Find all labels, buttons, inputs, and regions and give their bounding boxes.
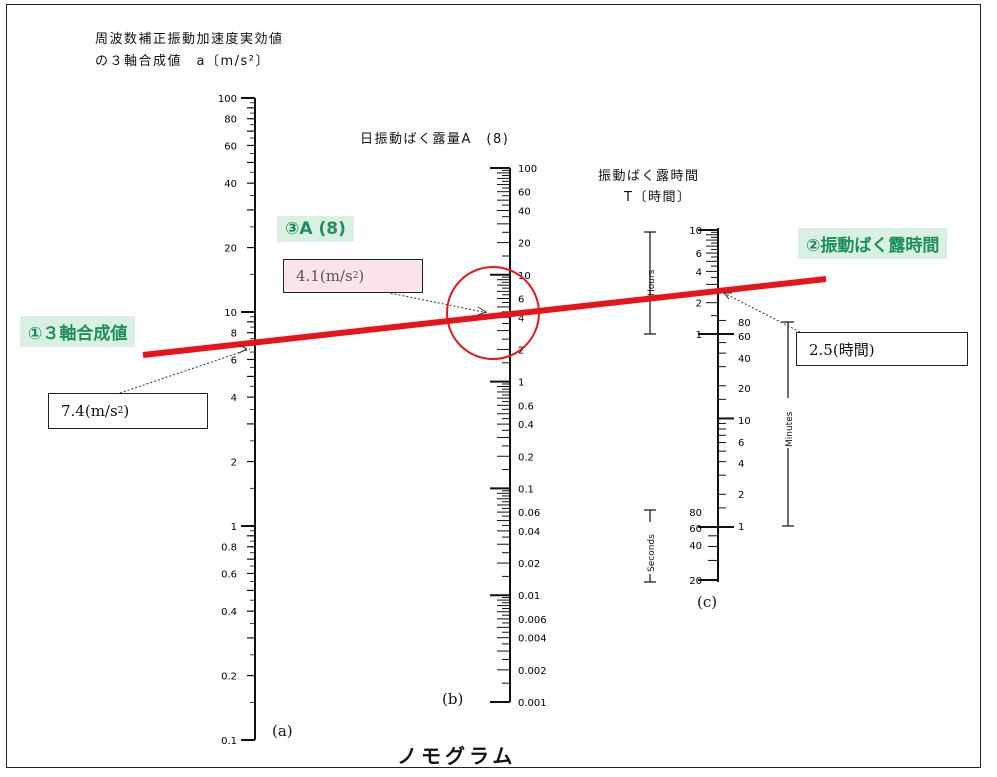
value-b-unit-post: )	[358, 267, 365, 285]
scale-c-hour-label: 10	[689, 226, 702, 237]
nomogram-title: ノモグラム	[397, 744, 517, 768]
scale-a-tick-label: 80	[224, 115, 237, 126]
nomogram-frame	[6, 4, 981, 768]
scale-c-hour-label: 2	[696, 299, 702, 310]
scale-a-tick-label: 2	[231, 458, 237, 469]
scale-b-tick-label: 0.1	[518, 484, 534, 495]
solution-line	[142, 276, 827, 358]
scale-a-tick-label: 4	[231, 393, 237, 404]
scale-c-minute-label: 4	[738, 459, 744, 470]
leader-b	[374, 289, 489, 314]
scale-a-tick-label: 0.2	[221, 672, 237, 683]
scale-c-minute-label: 1	[738, 522, 744, 533]
scale-c-hour-label: 4	[696, 267, 702, 278]
scale-a-label-line2: の３軸合成値 a〔m/s²〕	[95, 54, 270, 69]
value-box-c: 2.5(時間)	[796, 332, 968, 366]
scale-a-tick-label: 6	[231, 355, 237, 366]
arrow-c	[723, 292, 732, 300]
leader-c	[721, 291, 801, 333]
scale-a-tick-label: 1	[231, 522, 237, 533]
scale-b-tick-label: 10	[518, 271, 531, 282]
scale-b-tick-label: 0.004	[518, 634, 547, 645]
scale-c-hour-label: 1	[696, 330, 702, 341]
scale-c-hour-label: 6	[696, 249, 702, 260]
minutes-label: Minutes	[785, 411, 795, 447]
scale-b-tick-label: 100	[518, 164, 537, 175]
scale-b-label: 日振動ばく露量A (8)	[360, 132, 510, 147]
hours-label: Hours	[647, 269, 657, 296]
scale-b-tick-label: 60	[518, 188, 531, 199]
scale-b-tick-label: 0.02	[518, 559, 540, 570]
scale-a-tick-label: 100	[218, 94, 237, 105]
scale-c-second-label: 20	[689, 576, 702, 587]
value-a-number: 7.4	[61, 402, 85, 420]
tag-step2: ②振動ばく露時間	[798, 228, 948, 259]
leader-a	[119, 348, 251, 394]
scale-b-tick-label: 6	[518, 294, 524, 305]
scale-c-minute-label: 6	[738, 438, 744, 449]
arrow-b	[477, 306, 487, 316]
scale-b-tick-label: 40	[518, 207, 531, 218]
scale-b-tick-label: 2	[518, 345, 524, 356]
highlight-circle	[446, 266, 540, 360]
minutes-label-bg	[782, 398, 794, 448]
tag-step3: ③A (8)	[277, 216, 354, 242]
scale-a-tick-label: 20	[224, 244, 237, 255]
scale-c-minute-label: 2	[738, 490, 744, 501]
scale-b-tick-label: 0.6	[518, 401, 534, 412]
scale-a-tick-label: 0.1	[221, 736, 237, 747]
scale-b-letter: (b)	[442, 690, 464, 708]
scale-a-tick-label: 8	[231, 329, 237, 340]
value-a-unit-pre: (m/s	[84, 402, 118, 420]
value-a-unit-sup: 2	[117, 406, 124, 416]
value-a-unit-post: )	[123, 402, 130, 420]
scale-c-label-line2: T〔時間〕	[624, 190, 692, 205]
value-b-number: 4.1	[296, 267, 320, 285]
scale-b-tick-label: 1	[518, 378, 524, 389]
scale-b-tick-label: 0.4	[518, 420, 534, 431]
scale-a-letter: (a)	[272, 722, 293, 740]
scale-a-tick-label: 0.8	[221, 543, 237, 554]
scale-b-tick-label: 4	[518, 313, 524, 324]
scale-a-label-line1: 周波数補正振動加速度実効値	[95, 32, 284, 47]
scale-c-second-label: 80	[689, 508, 702, 519]
scale-c-minute-label: 10	[738, 416, 751, 427]
value-b-unit-sup: 2	[352, 271, 359, 281]
scale-a-tick-label: 0.4	[221, 607, 237, 618]
value-b-unit-pre: (m/s	[319, 267, 353, 285]
scale-b-tick-label: 0.006	[518, 615, 547, 626]
scale-a-tick-label: 0.6	[221, 569, 237, 580]
scale-c-letter: (c)	[697, 593, 718, 611]
scale-c-minute-label: 40	[738, 354, 751, 365]
scale-a-axis: 100 80 60 40 20 10 8 6 4 2 1 0.8 0.6 0.4 0.2 0.1	[218, 94, 256, 747]
scale-c-minute-label: 20	[738, 384, 751, 395]
scale-c-minute-label: 60	[738, 332, 751, 343]
scale-b-tick-label: 0.04	[518, 527, 540, 538]
scale-b-axis: 100 60 40 20 10 6 4 2 1 0.6 0.4 0.2 0.1 0.06 0.04 0.02 0…	[490, 164, 547, 709]
scale-a-tick-label: 40	[224, 179, 237, 190]
tag-step1: ①３軸合成値	[20, 316, 136, 347]
scale-b-tick-label: 0.2	[518, 452, 534, 463]
scale-c-axis: 10 6 4 2 1 80 60 40 20 10 6 4 2 1 80 60 40 20 HoursMinutes…	[644, 226, 795, 587]
scale-b-tick-label: 0.002	[518, 666, 547, 677]
scale-b-tick-label: 20	[518, 239, 531, 250]
scale-b-tick-label: 0.01	[518, 591, 540, 602]
scale-a-tick-label: 10	[224, 308, 237, 319]
seconds-label: Seconds	[647, 534, 657, 572]
scale-a-tick-label: 60	[224, 141, 237, 152]
scale-c-label-line1: 振動ばく露時間	[598, 169, 700, 184]
scale-b-tick-label: 0.001	[518, 698, 547, 709]
scale-b-tick-label: 0.06	[518, 508, 540, 519]
seconds-label-bg	[644, 522, 656, 574]
arrow-a	[238, 344, 248, 354]
scale-c-second-label: 60	[689, 524, 702, 535]
scale-c-second-label: 40	[689, 541, 702, 552]
scale-c-minute-label: 80	[738, 318, 751, 329]
